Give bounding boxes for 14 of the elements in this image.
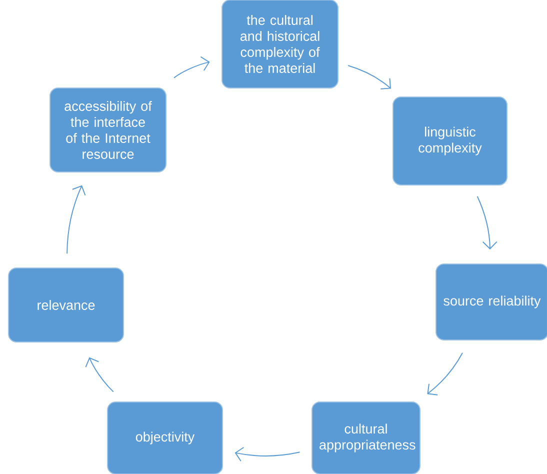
arrow (427, 352, 463, 396)
process-box: cultural appropriateness (312, 402, 420, 474)
process-box: objectivity (107, 402, 223, 474)
process-box: linguistic complexity (392, 96, 508, 186)
arrow (234, 446, 300, 462)
process-box: source reliability (436, 264, 547, 340)
arrow (85, 357, 114, 392)
process-box: relevance (8, 268, 124, 342)
process-box: accessibility of the interface of the Internet resource (50, 88, 166, 172)
arrow (66, 185, 86, 254)
arrow (348, 65, 391, 90)
arrow (476, 196, 498, 250)
process-box: the cultural and historical complexity of the material (222, 0, 338, 88)
arrow (174, 56, 210, 78)
